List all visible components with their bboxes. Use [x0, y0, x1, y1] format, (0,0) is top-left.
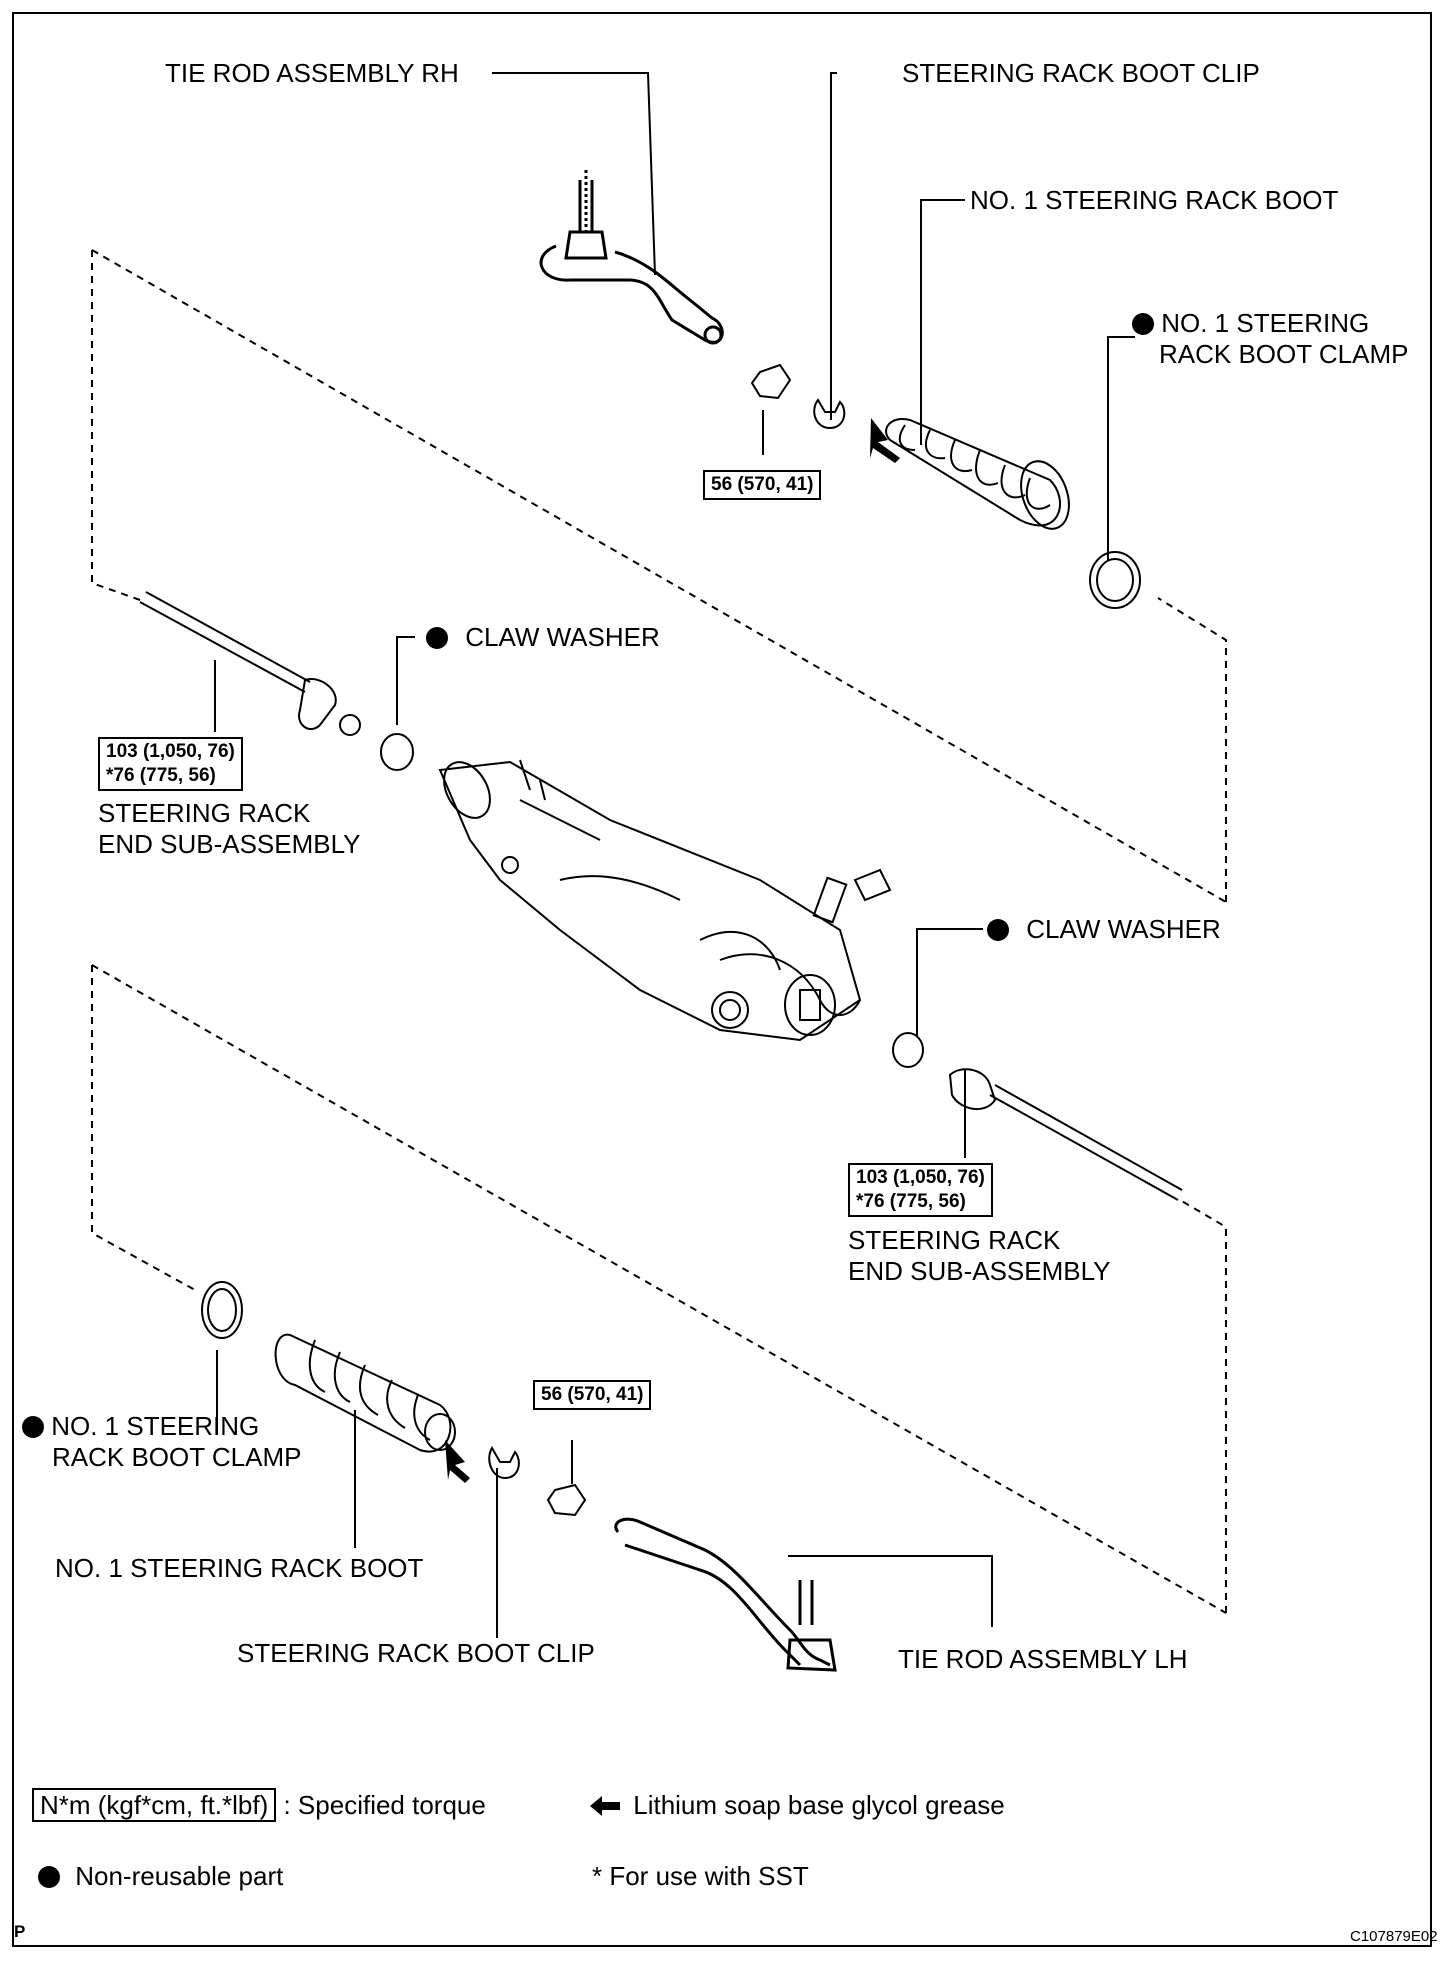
torque-rack-end-right-line2: *76 (775, 56) — [856, 1191, 966, 1212]
torque-nut-bottom: 56 (570, 41) — [533, 1380, 652, 1410]
legend-nonreusable: Non-reusable part — [38, 1861, 283, 1892]
label-claw-washer-left: CLAW WASHER — [426, 622, 660, 653]
label-boot-clamp-bottom-line2: RACK BOOT CLAMP — [52, 1442, 302, 1472]
label-rack-end-right-line1: STEERING RACK — [848, 1225, 1061, 1255]
label-rack-end-right: STEERING RACK END SUB-ASSEMBLY — [848, 1225, 1110, 1287]
label-rack-boot-bottom: NO. 1 STEERING RACK BOOT — [55, 1553, 424, 1583]
legend-torque-desc: : Specified torque — [283, 1790, 486, 1820]
label-boot-clip-bottom: STEERING RACK BOOT CLIP — [237, 1638, 595, 1668]
grease-arrows — [445, 418, 900, 1483]
label-boot-clip-top: STEERING RACK BOOT CLIP — [902, 58, 1260, 88]
nonreusable-dot-icon — [426, 627, 448, 649]
figure-code: C107879E02 — [1350, 1928, 1438, 1945]
rack-end-right-drawing — [948, 1068, 1183, 1201]
nonreusable-dot-icon — [22, 1416, 44, 1438]
label-boot-clamp-top: NO. 1 STEERING RACK BOOT CLAMP — [1132, 308, 1408, 370]
label-tie-rod-lh: TIE ROD ASSEMBLY LH — [898, 1644, 1188, 1674]
label-boot-clamp-top-line2: RACK BOOT CLAMP — [1159, 339, 1409, 369]
label-claw-washer-right: CLAW WASHER — [987, 914, 1221, 945]
legend-torque-unit-box: N*m (kgf*cm, ft.*lbf) — [32, 1788, 277, 1822]
legend-grease-desc: Lithium soap base glycol grease — [633, 1790, 1005, 1820]
torque-rack-end-left-line2: *76 (775, 56) — [106, 765, 216, 786]
legend-grease: Lithium soap base glycol grease — [590, 1790, 1005, 1821]
torque-nut-top: 56 (570, 41) — [703, 470, 822, 500]
tie-rod-lh-drawing — [614, 1517, 837, 1672]
label-rack-boot-top: NO. 1 STEERING RACK BOOT — [970, 185, 1339, 215]
assembly-outline — [91, 249, 1227, 1614]
label-rack-end-left-line2: END SUB-ASSEMBLY — [98, 829, 361, 859]
nonreusable-dot-icon — [38, 1866, 60, 1888]
label-boot-clamp-bottom-line1: NO. 1 STEERING — [51, 1411, 260, 1441]
label-tie-rod-rh: TIE ROD ASSEMBLY RH — [165, 58, 459, 88]
torque-rack-end-right-line1: 103 (1,050, 76) — [856, 1167, 985, 1188]
label-rack-end-right-line2: END SUB-ASSEMBLY — [848, 1256, 1111, 1286]
torque-rack-end-left: 103 (1,050, 76) *76 (775, 56) — [98, 737, 243, 791]
label-claw-washer-right-text: CLAW WASHER — [1026, 914, 1221, 944]
rack-end-left-drawing — [139, 591, 361, 736]
legend-nonreusable-desc: Non-reusable part — [75, 1861, 284, 1891]
rack-boot-top-drawing — [885, 418, 1070, 530]
legend-sst: * For use with SST — [592, 1861, 809, 1891]
nonreusable-dot-icon — [987, 919, 1009, 941]
diagram-frame — [12, 12, 1432, 1947]
torque-rack-end-right: 103 (1,050, 76) *76 (775, 56) — [848, 1163, 993, 1217]
label-rack-end-left: STEERING RACK END SUB-ASSEMBLY — [98, 798, 360, 860]
nonreusable-dot-icon — [1132, 313, 1154, 335]
grease-arrow-icon — [590, 1796, 620, 1816]
corner-letter: P — [14, 1922, 26, 1941]
label-boot-clamp-top-line1: NO. 1 STEERING — [1161, 308, 1370, 338]
label-boot-clamp-bottom: NO. 1 STEERING RACK BOOT CLAMP — [22, 1411, 301, 1473]
rack-boot-bottom-drawing — [274, 1333, 456, 1453]
tie-rod-rh-drawing — [539, 170, 724, 345]
torque-rack-end-left-line1: 103 (1,050, 76) — [106, 741, 235, 762]
legend-torque: N*m (kgf*cm, ft.*lbf) : Specified torque — [32, 1788, 486, 1822]
label-claw-washer-left-text: CLAW WASHER — [465, 622, 660, 652]
steering-gear-housing-drawing — [438, 759, 892, 1042]
label-rack-end-left-line1: STEERING RACK — [98, 798, 311, 828]
